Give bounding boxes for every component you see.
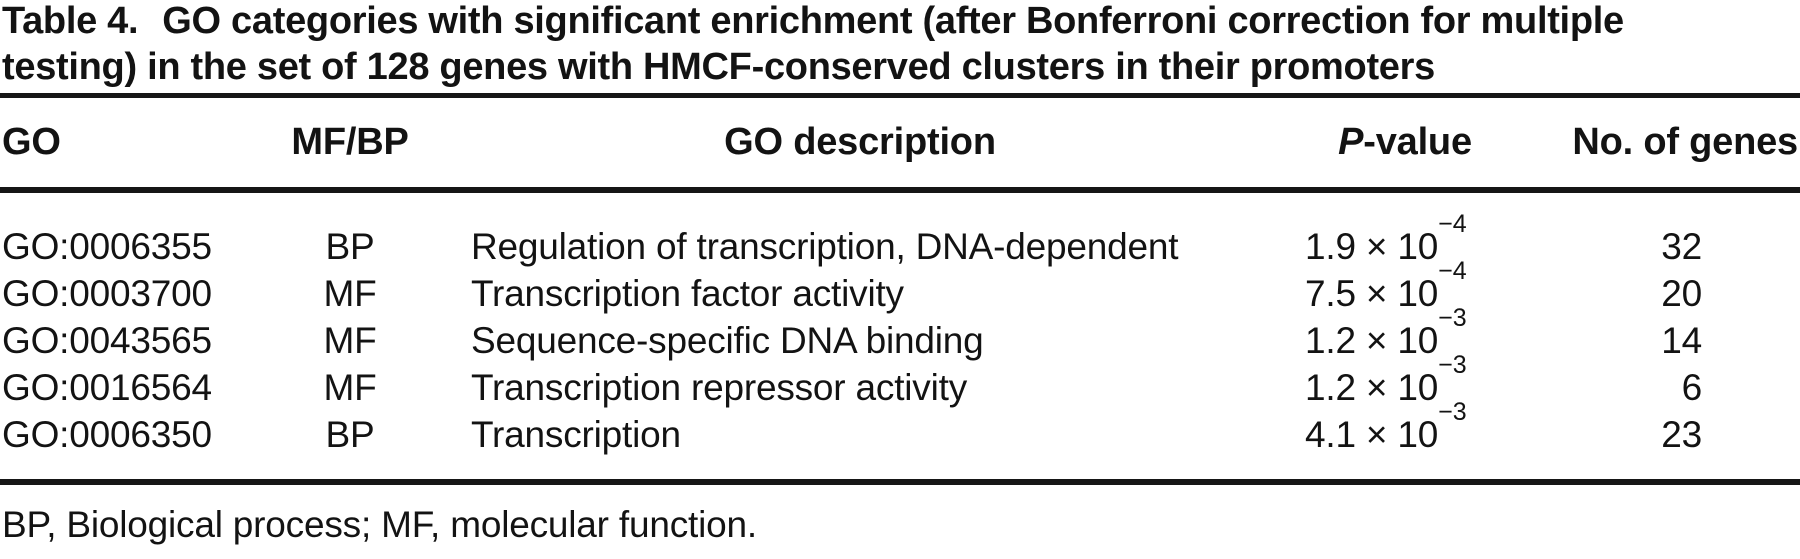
p-value-base: 4.1 × 10 — [1305, 414, 1439, 455]
column-header-go-description: GO description — [724, 121, 996, 163]
table-row: GO:0043565 MF Sequence-specific DNA bind… — [0, 305, 1800, 364]
cell-p-value: 7.5 × 10−4 — [1270, 258, 1540, 317]
table-title: Table 4. GO categories with significant e… — [2, 0, 1624, 90]
cell-category: MF — [323, 320, 377, 361]
cell-go-id: GO:0006350 — [2, 414, 212, 455]
table-row: GO:0016564 MF Transcription repressor ac… — [0, 352, 1800, 411]
cell-num-genes: 23 — [1661, 414, 1702, 455]
p-value-exponent: −4 — [1438, 209, 1467, 238]
table-caption-line1: GO categories with significant enrichmen… — [162, 0, 1624, 42]
cell-num-genes: 6 — [1681, 367, 1703, 408]
table-row: GO:0006350 BP Transcription 4.1 × 10−3 2… — [0, 399, 1800, 458]
p-value-exponent: −3 — [1438, 303, 1467, 332]
p-value-base: 1.9 × 10 — [1305, 226, 1439, 267]
cell-p-value: 1.2 × 10−3 — [1270, 352, 1540, 411]
cell-description: Sequence-specific DNA binding — [471, 320, 984, 361]
header-rule — [0, 187, 1800, 193]
table-header-row: GO MF/BP GO description P-value No. of g… — [0, 98, 1800, 187]
p-value-exponent: −3 — [1438, 350, 1467, 379]
top-rule — [0, 93, 1800, 98]
cell-p-value: 1.2 × 10−3 — [1270, 305, 1540, 364]
table-footnote: BP, Biological process; MF, molecular fu… — [2, 504, 757, 545]
table-caption-line2: testing) in the set of 128 genes with HM… — [2, 46, 1435, 88]
p-value-suffix: -value — [1363, 121, 1472, 163]
cell-num-genes: 20 — [1661, 273, 1702, 314]
p-value-italic-p: P — [1338, 121, 1364, 163]
p-value-base: 7.5 × 10 — [1305, 273, 1439, 314]
cell-category: BP — [325, 414, 375, 455]
table-row: GO:0003700 MF Transcription factor activ… — [0, 258, 1800, 317]
p-value-exponent: −3 — [1438, 397, 1467, 426]
cell-description: Transcription factor activity — [471, 273, 904, 314]
column-header-no-of-genes: No. of genes — [1572, 121, 1798, 163]
cell-description: Transcription repressor activity — [471, 367, 967, 408]
p-value-exponent: −4 — [1438, 256, 1467, 285]
column-header-go: GO — [2, 121, 61, 163]
cell-go-id: GO:0043565 — [2, 320, 212, 361]
column-header-p-value: P-value — [1270, 121, 1540, 164]
column-header-mf-bp: MF/BP — [291, 121, 409, 163]
cell-category: MF — [323, 367, 377, 408]
table-body: GO:0006355 BP Regulation of transcriptio… — [0, 193, 1800, 458]
p-value-base: 1.2 × 10 — [1305, 367, 1439, 408]
bottom-rule — [0, 479, 1800, 485]
cell-p-value: 4.1 × 10−3 — [1270, 399, 1540, 458]
cell-p-value: 1.9 × 10−4 — [1270, 211, 1540, 270]
cell-go-id: GO:0006355 — [2, 226, 212, 267]
cell-go-id: GO:0003700 — [2, 273, 212, 314]
p-value-base: 1.2 × 10 — [1305, 320, 1439, 361]
cell-go-id: GO:0016564 — [2, 367, 212, 408]
cell-num-genes: 14 — [1661, 320, 1702, 361]
cell-description: Transcription — [471, 414, 681, 455]
cell-category: MF — [323, 273, 377, 314]
table-number-label: Table 4. — [2, 0, 139, 42]
table-row: GO:0006355 BP Regulation of transcriptio… — [0, 211, 1800, 270]
cell-num-genes: 32 — [1661, 226, 1702, 267]
cell-description: Regulation of transcription, DNA-depende… — [471, 226, 1179, 267]
cell-category: BP — [325, 226, 375, 267]
